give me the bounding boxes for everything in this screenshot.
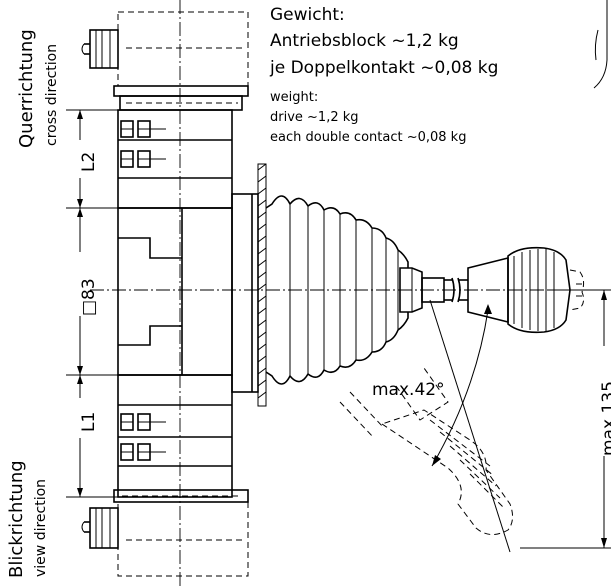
lower-contact-housing (117, 374, 233, 498)
weight-contact-de: je Doppelkontakt ~0,08 kg (269, 58, 498, 78)
upper-contact-housing (117, 109, 233, 209)
contact-block (120, 443, 166, 461)
angle-label: max.42° (372, 380, 445, 400)
view-direction-de: Blickrichtung (6, 460, 27, 578)
lever-upright (399, 246, 586, 334)
dimension-l1: L1 (79, 412, 99, 432)
left-dimension-chain: L2 □83 L1 (66, 109, 118, 498)
contact-block (120, 150, 166, 168)
weight-drive-de: Antriebsblock ~1,2 kg (270, 31, 459, 51)
contact-block (120, 120, 166, 138)
weight-drive-en: drive ~1,2 kg (270, 110, 359, 125)
cross-direction-de: Querrichtung (16, 29, 37, 148)
cross-direction-label: Querrichtung cross direction (16, 29, 60, 148)
height-dimension: max.135 (520, 289, 611, 549)
weight-notes: Gewicht: Antriebsblock ~1,2 kg je Doppel… (269, 5, 498, 145)
cross-direction-en: cross direction (44, 44, 60, 146)
dimension-l2: L2 (79, 152, 99, 172)
weight-title-de: Gewicht: (270, 5, 345, 25)
lever-tilted (339, 299, 514, 553)
view-direction-en: view direction (33, 479, 49, 577)
angle-dimension: max.42° (372, 304, 492, 467)
contact-blocks (120, 120, 166, 461)
top-right-partial-outline (593, 0, 608, 89)
drive-block (117, 163, 267, 407)
height-label: max.135 (599, 381, 611, 456)
view-direction-label: Blickrichtung view direction (6, 460, 49, 578)
weight-contact-en: each double contact ~0,08 kg (270, 130, 466, 145)
weight-title-en: weight: (270, 90, 318, 105)
bottom-plug (81, 489, 249, 577)
contact-block (120, 413, 166, 431)
top-plug (81, 11, 249, 111)
dimension-square-83: □83 (79, 278, 99, 316)
bellows (265, 195, 409, 385)
